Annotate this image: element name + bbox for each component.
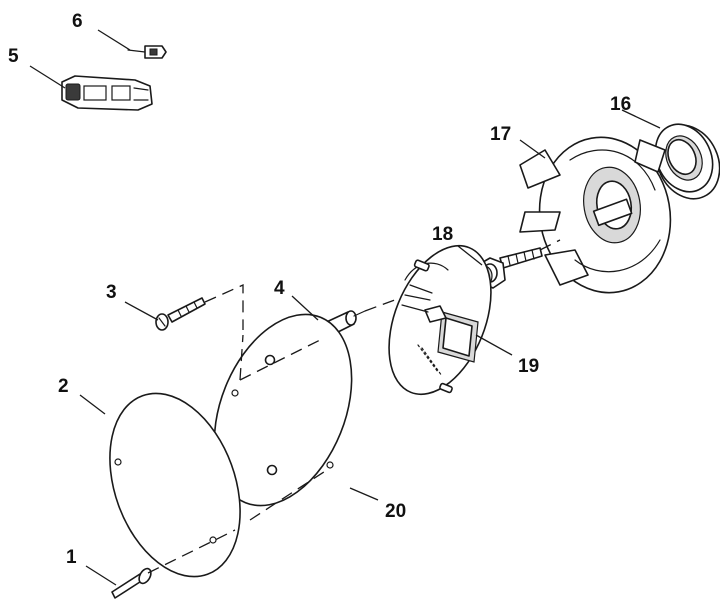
screw-part-3	[155, 297, 206, 331]
bracket-part-17	[519, 136, 672, 294]
leader-lines	[29, 29, 661, 586]
callout-3: 3	[106, 282, 117, 303]
callout-1: 1	[66, 547, 77, 568]
sensor-board-part-19	[388, 244, 492, 396]
wiring-harness	[146, 75, 434, 329]
callout-16: 16	[610, 94, 631, 115]
callout-2: 2	[58, 376, 69, 397]
cover-part-2	[109, 392, 241, 578]
callout-20: 20	[385, 501, 406, 522]
assembly-lines	[147, 239, 561, 574]
callout-18: 18	[432, 224, 453, 245]
callout-19: 19	[518, 356, 539, 377]
rivet-part-1	[111, 567, 152, 599]
callout-5: 5	[8, 46, 19, 67]
connector-part-5	[61, 75, 153, 111]
seal-part-16	[654, 123, 720, 200]
plate-part-20	[213, 313, 353, 507]
callout-4: 4	[274, 278, 285, 299]
callout-17: 17	[490, 124, 511, 145]
callout-6: 6	[72, 11, 83, 32]
callout-labels: 6 5 16 17 18 19 3 4 2 20 1	[8, 11, 631, 568]
terminal-part-6	[127, 45, 167, 59]
